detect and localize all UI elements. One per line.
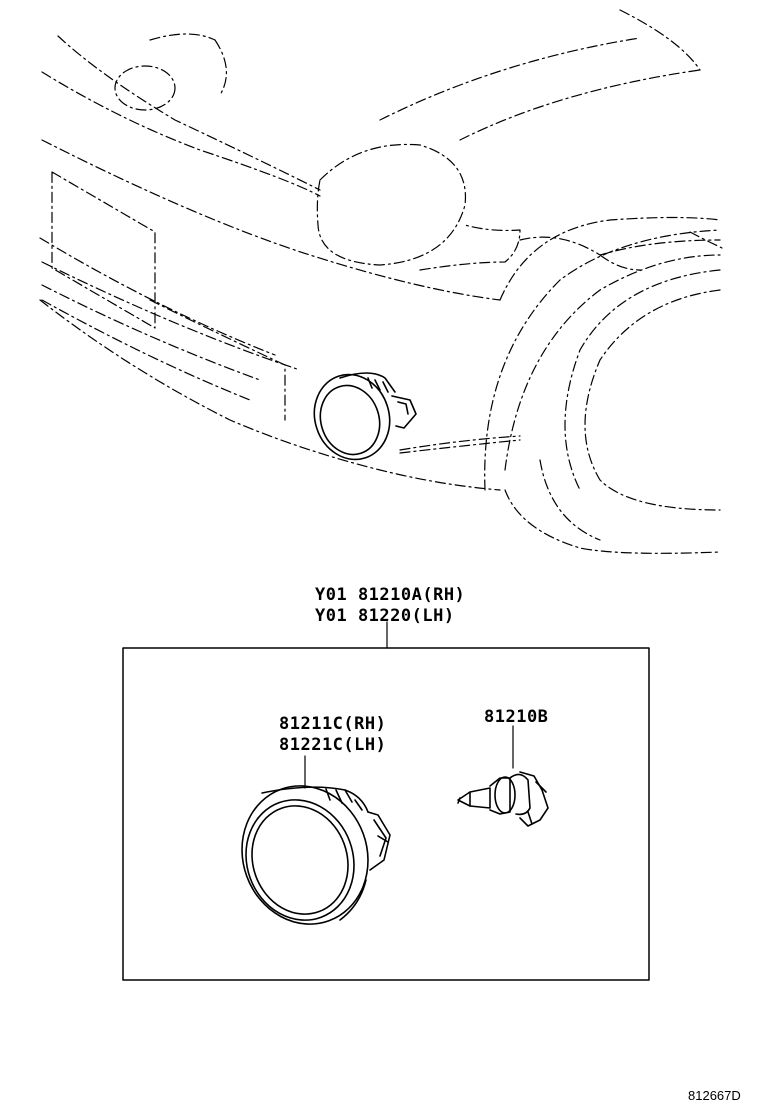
- illustration-code: 812667D: [688, 1088, 741, 1103]
- installed-fog-lamp: [313, 372, 417, 461]
- leader-lines: [304, 621, 514, 789]
- fog-lamp-unit-drawing: [241, 785, 391, 925]
- assembly-box: [122, 647, 650, 981]
- assembly-lh-part-number[interactable]: Y01 81220(LH): [315, 606, 455, 626]
- unit-lh-part-number[interactable]: 81221C(LH): [279, 735, 387, 755]
- bulb-drawing: [457, 771, 549, 827]
- bulb-part-number[interactable]: 81210B: [484, 707, 549, 727]
- vehicle-front-phantom: [39, 9, 723, 554]
- assembly-rh-part-number[interactable]: Y01 81210A(RH): [315, 585, 466, 605]
- unit-rh-part-number[interactable]: 81211C(RH): [279, 714, 387, 734]
